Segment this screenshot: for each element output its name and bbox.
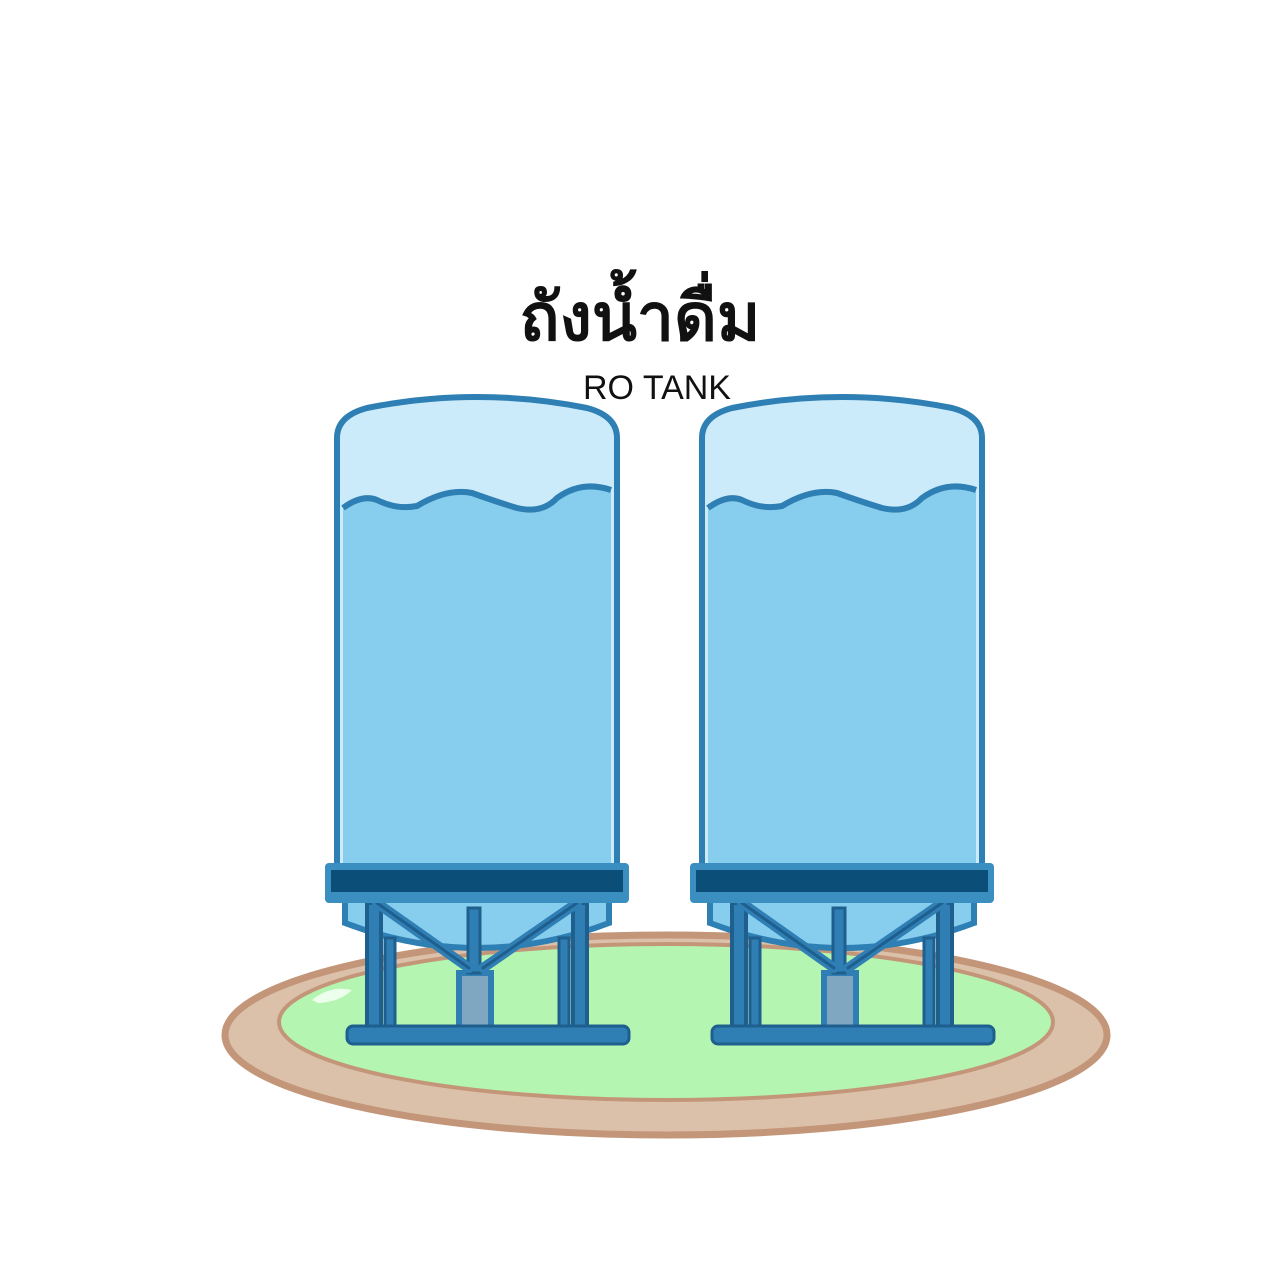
ground — [221, 931, 1111, 1139]
title-thai: ถังน้ำดื่ม — [519, 279, 761, 356]
left-tank — [325, 397, 629, 1044]
grass-highlight — [312, 988, 352, 1003]
right-tank — [690, 397, 994, 1044]
title-english: RO TANK — [583, 369, 731, 407]
